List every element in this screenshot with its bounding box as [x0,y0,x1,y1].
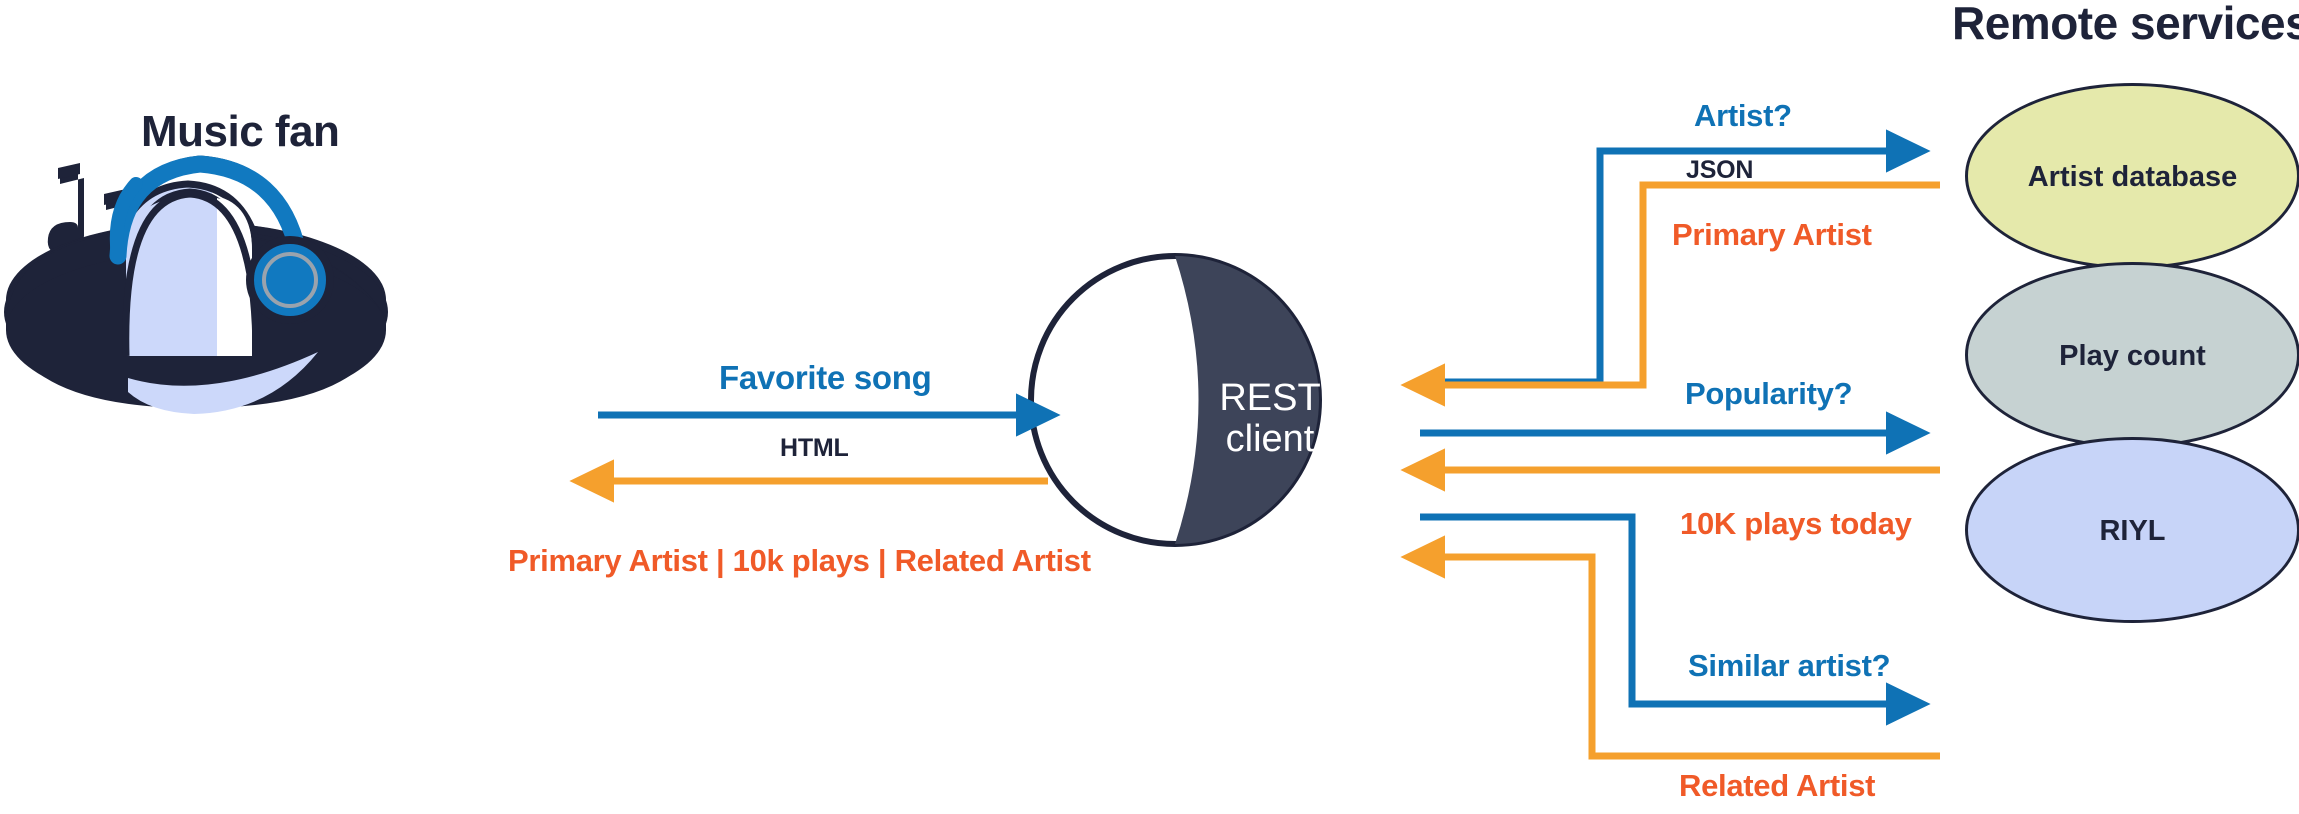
remote-services-title: Remote services [1952,0,2299,49]
label-fan-response-summary: Primary Artist | 10k plays | Related Art… [508,543,1091,578]
service-ellipse-play-count[interactable] [1965,262,2299,448]
arrow-similar-artist-request [1420,513,1931,726]
label-related-artist-response: Related Artist [1679,768,1876,803]
service-label-artist-database: Artist database [2027,161,2238,193]
label-primary-artist-response: Primary Artist [1672,217,1872,252]
service-label-riyl: RIYL [2099,515,2166,547]
rest-client-label: REST client [1195,377,1345,461]
label-popularity-request: Popularity? [1685,376,1853,411]
headphones-icon [109,155,334,324]
arrow-artist-response [1400,181,1940,407]
label-json-protocol: JSON [1686,156,1754,184]
rest-client-line1: REST [1219,377,1321,419]
arrow-riyl-response [1400,535,1940,760]
service-ellipse-riyl[interactable] [1965,437,2299,623]
label-artist-request: Artist? [1694,98,1792,133]
label-html-protocol: HTML [780,434,849,462]
rest-client-line2: client [1225,418,1315,461]
service-label-play-count: Play count [2059,340,2206,372]
label-playcount-response: 10K plays today [1680,506,1912,541]
music-fan-title: Music fan [141,107,340,156]
service-ellipse-artist-database[interactable] [1965,83,2299,269]
label-similar-artist-request: Similar artist? [1688,648,1891,683]
label-favorite-song: Favorite song [719,359,932,396]
